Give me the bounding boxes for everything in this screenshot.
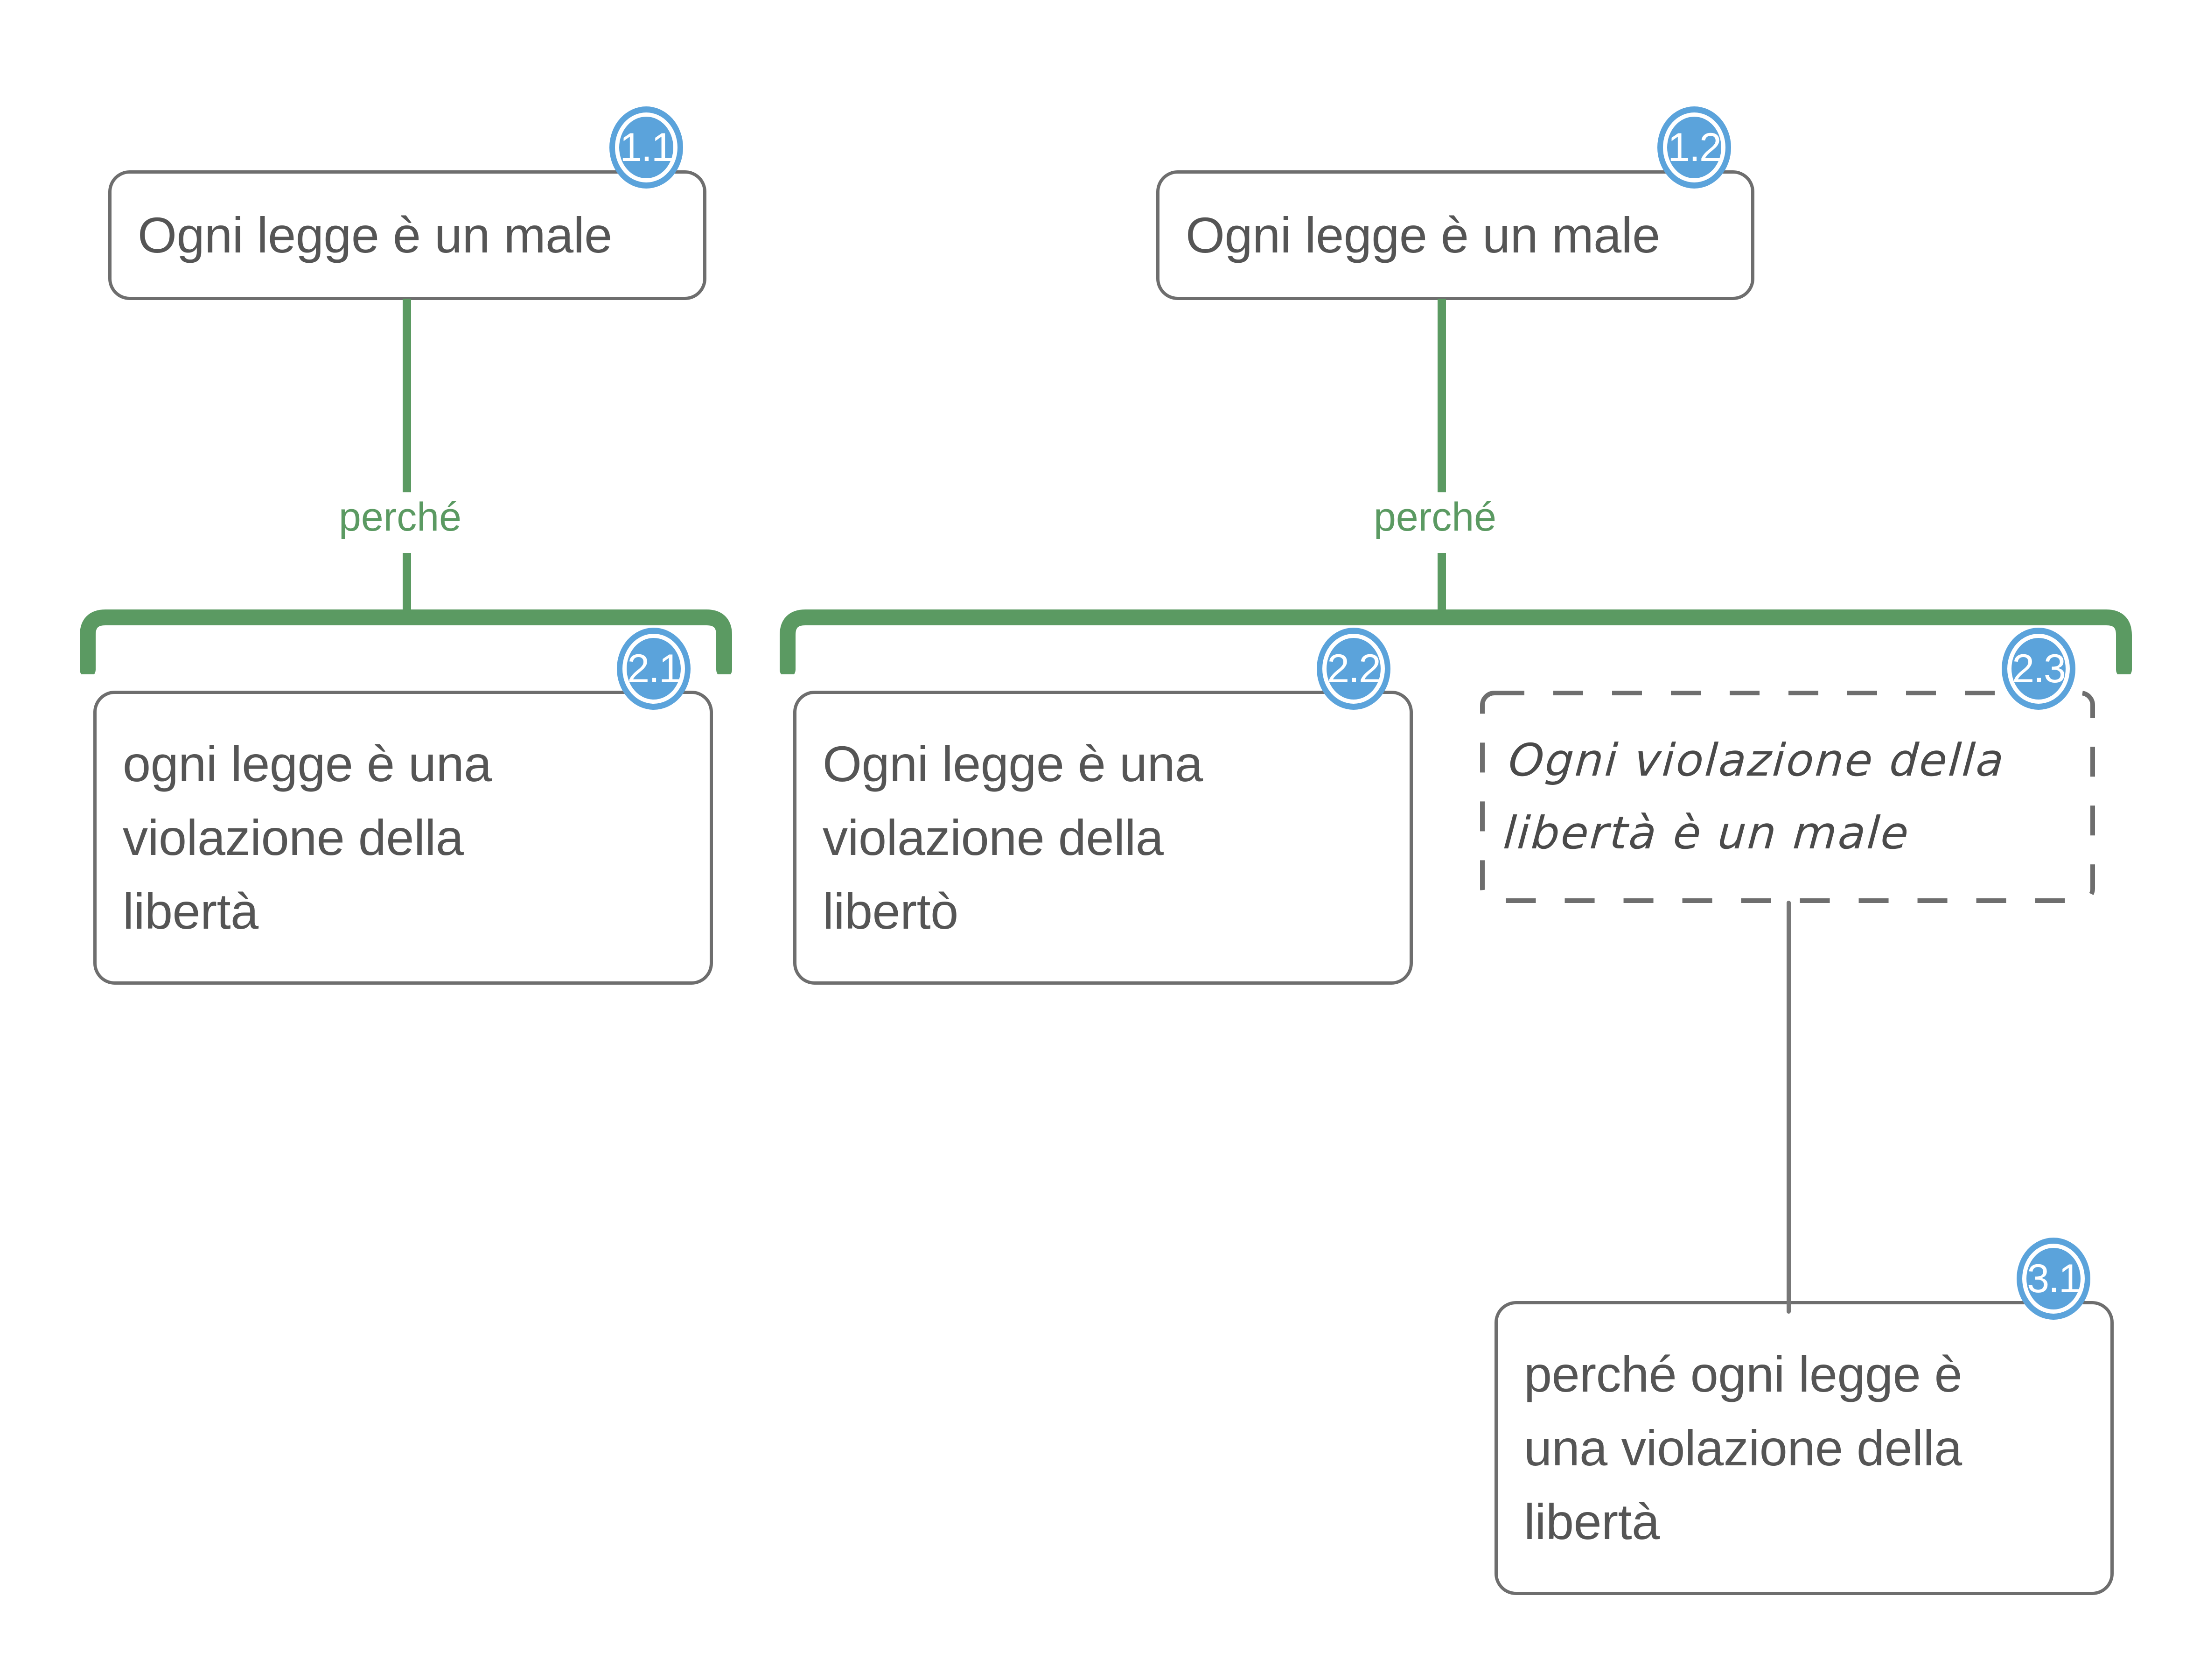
node-box-3-1[interactable]: perché ogni legge è una violazione della… <box>1495 1301 2114 1595</box>
bracket-left-group <box>75 604 737 674</box>
node-text-1-1: Ogni legge è un male <box>138 207 612 264</box>
node-text-3-1: perché ogni legge è una violazione della… <box>1524 1346 1963 1550</box>
node-badge-label-3-1: 3.1 <box>2027 1256 2081 1301</box>
node-text-2-2: Ogni legge è una violazione della libert… <box>823 735 1203 939</box>
node-badge-label-1-2: 1.2 <box>1668 125 1722 170</box>
node-badge-1-2[interactable]: 1.2 <box>1657 106 1731 189</box>
bracket-right-group <box>775 604 2137 674</box>
connector-line-1-2-lower <box>1438 553 1446 614</box>
node-badge-3-1[interactable]: 3.1 <box>2017 1238 2090 1320</box>
node-box-2-3[interactable]: Ogni violazione della libertà è un male <box>1480 691 2095 903</box>
node-text-1-2: Ogni legge è un male <box>1186 207 1660 264</box>
node-badge-label-2-3: 2.3 <box>2012 646 2066 691</box>
edge-label-perche-left: perché <box>327 492 474 542</box>
node-box-1-1[interactable]: Ogni legge è un male <box>108 170 706 300</box>
node-badge-label-1-1: 1.1 <box>620 125 674 170</box>
node-badge-1-1[interactable]: 1.1 <box>609 106 683 189</box>
node-badge-label-2-1: 2.1 <box>627 646 681 691</box>
node-badge-2-3[interactable]: 2.3 <box>2002 628 2075 710</box>
node-badge-label-2-2: 2.2 <box>1327 646 1381 691</box>
node-box-2-2[interactable]: Ogni legge è una violazione della libert… <box>793 691 1413 985</box>
node-box-2-1[interactable]: ogni legge è una violazione della libert… <box>93 691 713 985</box>
node-text-2-3: Ogni violazione della libertà è un male <box>1502 734 2007 859</box>
edge-label-perche-right: perché <box>1362 492 1509 542</box>
connector-line-1-2-upper <box>1438 299 1446 495</box>
connector-line-2-3-to-3-1 <box>1787 901 1791 1314</box>
connector-line-1-1-upper <box>403 299 411 495</box>
node-box-1-2[interactable]: Ogni legge è un male <box>1156 170 1754 300</box>
node-text-2-1: ogni legge è una violazione della libert… <box>123 735 492 939</box>
connector-line-1-1-lower <box>403 553 411 614</box>
node-badge-2-1[interactable]: 2.1 <box>617 628 691 710</box>
node-badge-2-2[interactable]: 2.2 <box>1317 628 1390 710</box>
